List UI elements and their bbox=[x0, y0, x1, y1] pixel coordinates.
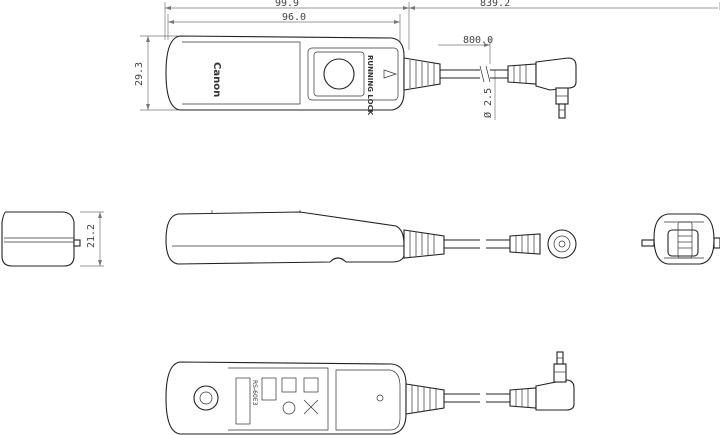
running-lock-label: RUNNING LOCK bbox=[366, 55, 374, 116]
top-view bbox=[165, 35, 577, 119]
dim-body-length: 96.0 bbox=[282, 12, 306, 23]
bottom-view bbox=[165, 351, 575, 435]
model-label: RS-60E3 bbox=[251, 380, 258, 406]
brand-logo: Canon bbox=[211, 62, 222, 97]
dim-cable-segment: 800.0 bbox=[463, 35, 493, 46]
strain-relief-side bbox=[403, 229, 445, 259]
plug-top bbox=[507, 57, 577, 119]
end-view-left bbox=[1, 211, 81, 267]
plug-bottom bbox=[509, 351, 575, 411]
plug-side bbox=[509, 229, 577, 259]
dim-height: 29.3 bbox=[134, 62, 145, 86]
dimension-lines bbox=[80, 2, 720, 267]
dim-cable-length: 839.2 bbox=[480, 0, 510, 9]
dim-thickness: 21.2 bbox=[86, 224, 97, 248]
dim-overall-length: 99.9 bbox=[275, 0, 299, 9]
strain-relief-top bbox=[403, 57, 441, 91]
side-view bbox=[165, 210, 577, 265]
strain-relief-bottom bbox=[405, 383, 445, 415]
end-view-right bbox=[641, 213, 720, 265]
dim-plug-diameter: Ø 2.5 bbox=[482, 88, 494, 118]
